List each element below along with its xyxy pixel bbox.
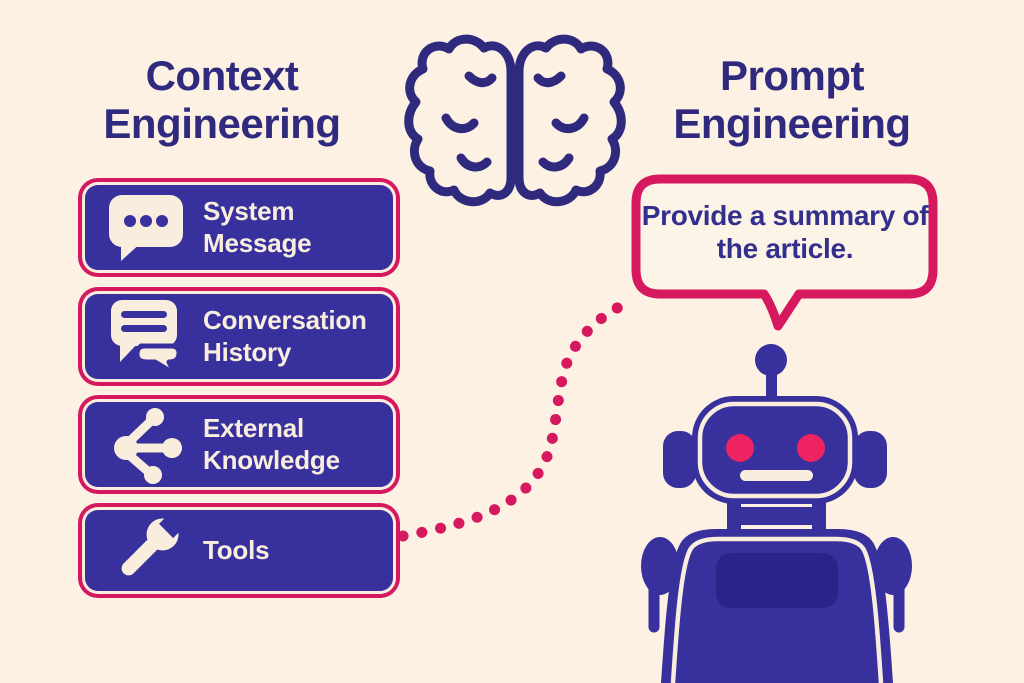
card-conversation-history: Conversation History bbox=[78, 287, 400, 386]
card-label-system-message: System Message bbox=[203, 195, 312, 258]
robot-illustration bbox=[641, 344, 912, 683]
card-system-message: System Message bbox=[78, 178, 400, 277]
robot-eye-left bbox=[726, 434, 754, 462]
robot-ear-right bbox=[854, 431, 887, 488]
card-tools: Tools bbox=[78, 503, 400, 598]
robot-chest-panel bbox=[716, 553, 838, 608]
card-label-conversation-history: Conversation History bbox=[203, 304, 367, 367]
prompt-engineering-title: Prompt Engineering bbox=[673, 52, 911, 148]
robot-head bbox=[692, 396, 858, 504]
robot-neck-bar bbox=[727, 507, 826, 525]
chat-bubble-icon bbox=[109, 194, 183, 261]
card-label-external-knowledge: External Knowledge bbox=[203, 412, 340, 475]
robot-antenna-stem bbox=[766, 372, 777, 404]
robot-mouth bbox=[740, 470, 813, 481]
robot-eye-right bbox=[797, 434, 825, 462]
context-engineering-title: Context Engineering bbox=[103, 52, 341, 148]
wrench-icon bbox=[121, 511, 186, 575]
speech-bubble bbox=[631, 174, 938, 331]
speech-bubble-text: Provide a summary of the article. bbox=[641, 200, 929, 265]
dotted-connector bbox=[397, 298, 630, 542]
conversation-icon bbox=[111, 299, 182, 376]
card-external-knowledge: External Knowledge bbox=[78, 395, 400, 494]
robot-ear-left bbox=[663, 431, 696, 488]
robot-head-outline bbox=[697, 401, 853, 499]
brain-icon bbox=[404, 34, 626, 207]
card-label-tools: Tools bbox=[203, 534, 270, 565]
robot-body-outline bbox=[670, 536, 884, 683]
robot-antenna-ball bbox=[755, 344, 787, 376]
robot-shoulder-left bbox=[641, 537, 679, 595]
share-network-icon bbox=[114, 407, 182, 484]
